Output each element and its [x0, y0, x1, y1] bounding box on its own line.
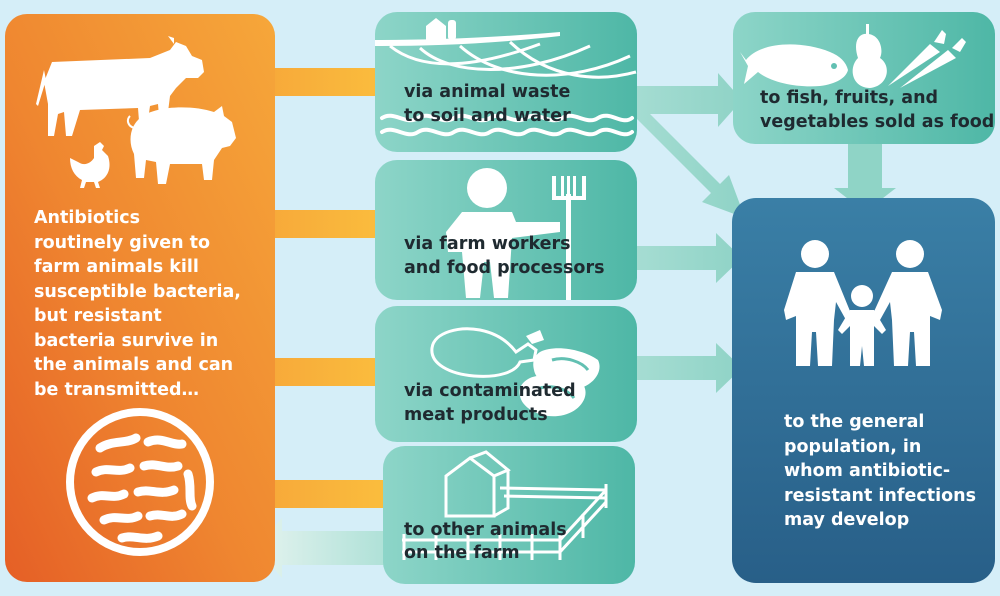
- source-line: Antibiotics: [34, 208, 141, 228]
- route-meat-line: meat products: [404, 405, 548, 425]
- food-line: to fish, fruits, and: [760, 88, 939, 108]
- source-line: farm animals kill: [34, 257, 199, 277]
- route-meat-label: via contaminated meat products: [404, 379, 576, 427]
- source-line: susceptible bacteria,: [34, 281, 241, 302]
- route-meat-line: via contaminated: [404, 381, 576, 401]
- route-animals-line: on the farm: [404, 543, 520, 563]
- source-box: [5, 14, 275, 582]
- route-waste-label: via animal waste to soil and water: [404, 80, 571, 128]
- arrow-food-to-population: [834, 140, 896, 212]
- route-workers-line: via farm workers: [404, 234, 571, 254]
- route-animals-line: to other animals: [404, 520, 567, 540]
- population-box: [732, 198, 995, 583]
- population-line: population, in: [784, 436, 922, 457]
- farm-field-icon: [375, 18, 637, 137]
- chicken-icon: [70, 142, 110, 188]
- source-line: but resistant: [34, 306, 162, 326]
- arrows: [256, 55, 896, 578]
- route-box-animals: [383, 446, 635, 584]
- meat-icon: [430, 327, 600, 417]
- population-line: resistant infections: [784, 485, 976, 506]
- farm-worker-icon: [446, 168, 586, 300]
- route-workers-line: and food processors: [404, 258, 605, 278]
- fish-fruit-vegetable-icon: [740, 24, 966, 88]
- route-waste-line: via animal waste: [404, 82, 571, 102]
- route-animals-label: to other animals on the farm: [404, 519, 567, 565]
- arrow-back-to-source: [256, 518, 400, 578]
- pig-icon: [126, 106, 236, 184]
- arrow-to-animals: [268, 467, 412, 521]
- population-line: may develop: [784, 510, 910, 530]
- bacteria-icon: [66, 408, 214, 556]
- route-box-meat: [375, 306, 637, 442]
- route-box-waste: [375, 12, 637, 152]
- barn-fence-icon: [402, 450, 608, 560]
- route-box-workers: [375, 160, 637, 300]
- population-line: whom antibiotic-: [784, 461, 951, 481]
- route-workers-label: via farm workers and food processors: [404, 232, 605, 280]
- family-icon: [784, 240, 942, 366]
- arrow-meat-to-population: [634, 343, 742, 393]
- source-description: Antibiotics routinely given to farm anim…: [34, 206, 241, 402]
- food-label: to fish, fruits, and vegetables sold as …: [760, 86, 994, 134]
- source-line: the animals and can: [34, 355, 234, 375]
- route-waste-line: to soil and water: [404, 106, 571, 126]
- source-line: routinely given to: [34, 232, 211, 253]
- population-line: to the general: [784, 412, 925, 432]
- food-line: vegetables sold as food: [760, 112, 995, 132]
- population-label: to the general population, in whom antib…: [784, 410, 976, 533]
- source-line: be transmitted…: [34, 379, 200, 400]
- food-box: [733, 12, 995, 144]
- arrow-waste-to-population: [627, 100, 745, 218]
- arrow-waste-to-food: [628, 73, 742, 127]
- source-line: bacteria survive in: [34, 330, 219, 351]
- arrow-workers-to-population: [634, 233, 742, 283]
